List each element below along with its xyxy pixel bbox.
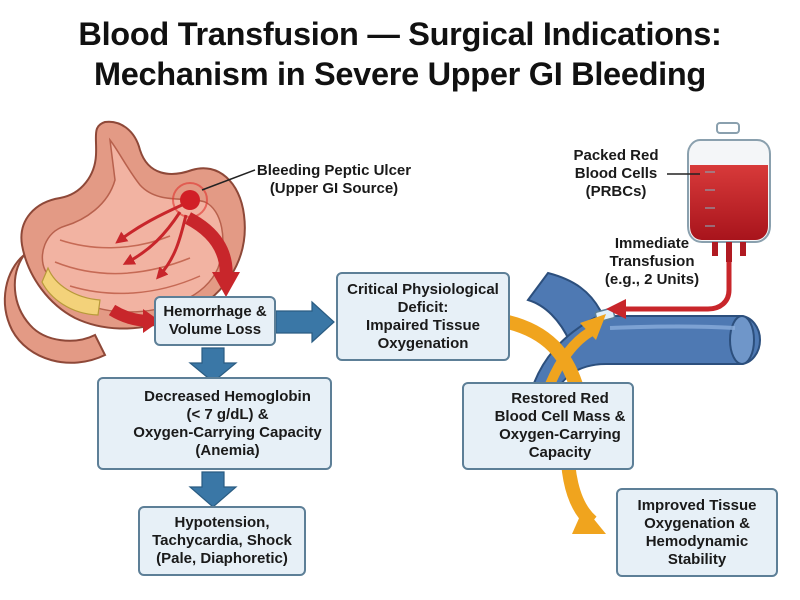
blood-bag-icon: [687, 122, 771, 262]
ulcer-label: Bleeding Peptic Ulcer (Upper GI Source): [256, 162, 412, 197]
ulcer-site-icon: [180, 190, 200, 210]
transfusion-label: Immediate Transfusion (e.g., 2 Units): [604, 235, 700, 288]
hemoglobin-box: Decreased Hemoglobin (< 7 g/dL) & Oxygen…: [97, 377, 332, 470]
arrow-hemorrhage-to-deficit: [275, 300, 335, 344]
improved-box: Improved Tissue Oxygenation & Hemodynami…: [616, 488, 778, 577]
deficit-box: Critical Physiological Deficit: Impaired…: [336, 272, 510, 361]
page-title: Blood Transfusion — Surgical Indications…: [0, 14, 800, 94]
arrow-hemorrhage-to-hemoglobin: [188, 347, 238, 383]
title-line-2: Mechanism in Severe Upper GI Bleeding: [93, 56, 706, 92]
arrow-hemoglobin-to-shock: [188, 471, 238, 508]
title-line-1: Blood Transfusion — Surgical Indications…: [78, 16, 722, 52]
transfusion-arrow: [622, 262, 732, 312]
stomach-illustration: [3, 120, 246, 364]
hemorrhage-box: Hemorrhage & Volume Loss: [154, 296, 276, 346]
shock-box: Hypotension, Tachycardia, Shock (Pale, D…: [138, 506, 306, 576]
restored-box: Restored Red Blood Cell Mass & Oxygen-Ca…: [462, 382, 634, 470]
bleed-arrow-1: [184, 212, 233, 279]
blood-vessel-illustration: [526, 271, 762, 402]
prbc-label: Packed Red Blood Cells (PRBCs): [573, 147, 659, 200]
arrow-deficit-to-vein: [506, 315, 583, 388]
